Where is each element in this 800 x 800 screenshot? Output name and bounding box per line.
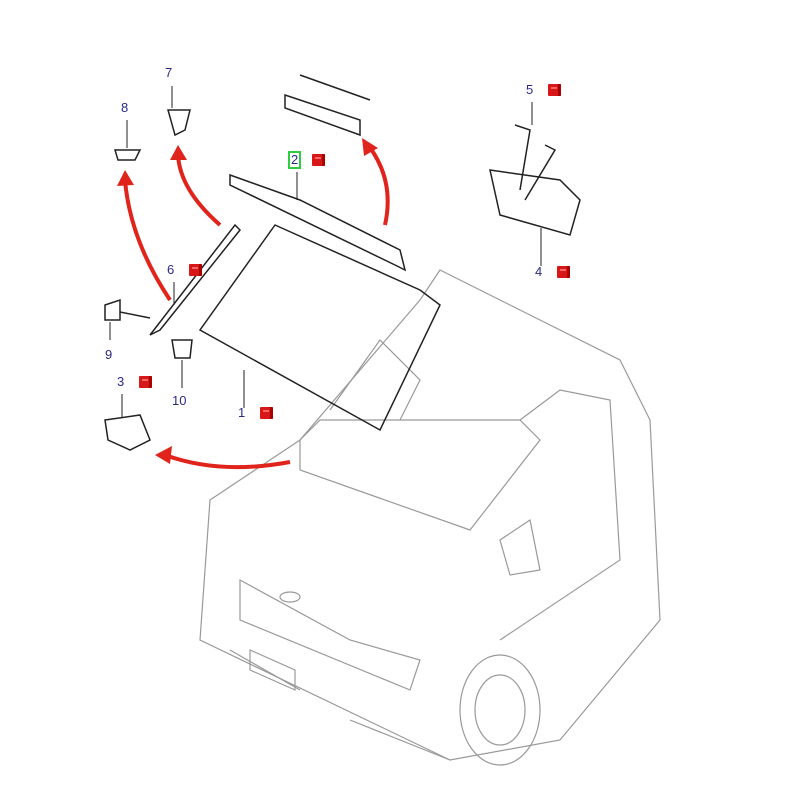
info-book-icon[interactable] — [139, 376, 152, 388]
mirror — [489, 169, 581, 236]
arrows — [123, 143, 390, 470]
van-outline — [199, 269, 661, 766]
callout-8[interactable]: 8 — [121, 100, 129, 115]
callout-10[interactable]: 10 — [172, 393, 187, 408]
info-book-icon[interactable] — [548, 84, 561, 96]
callout-9[interactable]: 9 — [105, 347, 113, 362]
info-book-icon[interactable] — [312, 154, 325, 166]
callout-5[interactable]: 5 — [526, 82, 534, 97]
callout-7[interactable]: 7 — [165, 65, 173, 80]
info-book-icon[interactable] — [189, 264, 202, 276]
moulding — [229, 173, 407, 272]
callout-3[interactable]: 3 — [117, 374, 125, 389]
windscreen — [198, 224, 441, 432]
arrowheads — [117, 138, 378, 464]
pillar-trim — [149, 223, 242, 336]
callout-6[interactable]: 6 — [167, 262, 175, 277]
clip — [104, 414, 151, 451]
leader-lines — [109, 86, 542, 418]
callout-4[interactable]: 4 — [535, 264, 543, 279]
info-book-icon[interactable] — [557, 266, 570, 278]
callout-2[interactable]: 2 — [287, 151, 302, 169]
info-book-icon[interactable] — [260, 407, 273, 419]
parts — [104, 74, 581, 451]
callout-1[interactable]: 1 — [238, 405, 246, 420]
seal-profile — [284, 74, 371, 137]
